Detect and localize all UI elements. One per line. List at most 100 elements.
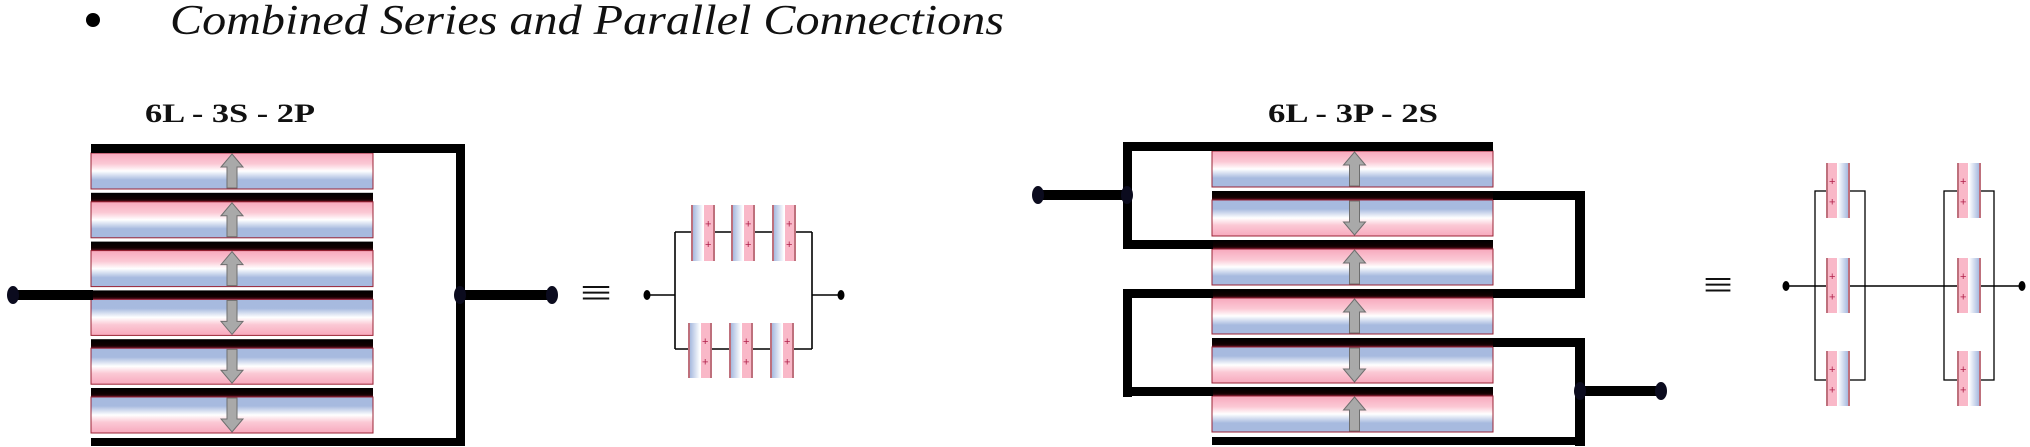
current-collector-strip	[1212, 338, 1493, 347]
capacitor-icon: ++	[1826, 163, 1850, 218]
capacitor-icon: ++	[691, 205, 715, 261]
current-collector-strip	[91, 192, 373, 202]
plus-sign-icon: +	[786, 239, 792, 251]
plus-sign-icon: +	[1829, 197, 1835, 209]
capacitor-plate-positive	[783, 323, 792, 378]
circuit-terminal-dot	[1782, 281, 1790, 291]
section-title: Combined Series and Parallel Connections	[170, 0, 1004, 44]
wire	[91, 438, 465, 446]
arrow-up-icon	[219, 202, 245, 238]
current-collector-strip	[1212, 240, 1493, 249]
capacitor-icon: ++	[1957, 163, 1981, 218]
capacitor-plate-negative	[1838, 163, 1848, 218]
plus-sign-icon: +	[1960, 292, 1966, 304]
plus-sign-icon: +	[743, 336, 749, 348]
arrow-down-icon	[219, 299, 245, 336]
terminal-dot	[1121, 186, 1133, 204]
capacitor-plate-positive	[742, 323, 751, 378]
plus-sign-icon: +	[1829, 292, 1835, 304]
capacitor-plate-positive	[1959, 258, 1968, 313]
wire	[1123, 289, 1213, 298]
bullet-icon	[86, 13, 100, 27]
capacitor-icon: ++	[729, 323, 753, 378]
plus-sign-icon: +	[1829, 385, 1835, 397]
equivalent-symbol-right: ≡	[1703, 262, 1733, 307]
arrow-down-icon	[1342, 200, 1367, 236]
capacitor-icon: ++	[1826, 351, 1850, 406]
current-collector-strip	[91, 241, 373, 251]
wire	[1038, 190, 1126, 200]
arrow-down-icon	[219, 348, 245, 384]
plus-sign-icon: +	[705, 218, 711, 230]
terminal-dot	[1655, 382, 1667, 400]
plus-sign-icon: +	[1960, 364, 1966, 376]
plus-sign-icon: +	[1829, 176, 1835, 188]
terminal-dot	[1032, 186, 1044, 204]
capacitor-icon: ++	[1957, 258, 1981, 313]
current-collector-strip	[91, 388, 373, 397]
capacitor-plate-positive	[1828, 351, 1837, 406]
capacitor-plate-negative	[731, 323, 741, 378]
capacitor-icon: ++	[731, 205, 755, 261]
terminal-dot	[1574, 382, 1586, 400]
arrow-down-icon	[219, 397, 245, 433]
plus-sign-icon: +	[1960, 385, 1966, 397]
capacitor-icon: ++	[688, 323, 712, 378]
terminal-dot	[546, 286, 558, 304]
diagram-label-3s-2p: 6L - 3S - 2P	[145, 99, 315, 128]
plus-sign-icon: +	[705, 239, 711, 251]
capacitor-icon: ++	[1957, 351, 1981, 406]
circuit-terminal-dot	[837, 290, 845, 300]
plus-sign-icon: +	[702, 357, 708, 369]
capacitor-plate-positive	[785, 205, 794, 261]
circuit-terminal-dot	[2018, 281, 2026, 291]
arrow-up-icon	[1342, 151, 1367, 187]
capacitor-plate-positive	[1959, 163, 1968, 218]
current-collector-strip	[91, 290, 373, 300]
wire	[1212, 437, 1585, 445]
arrow-up-icon	[219, 153, 245, 189]
plus-sign-icon: +	[743, 357, 749, 369]
capacitor-plate-positive	[701, 323, 710, 378]
capacitor-icon: ++	[1826, 258, 1850, 313]
terminal-dot	[7, 286, 19, 304]
plus-sign-icon: +	[1829, 364, 1835, 376]
plus-sign-icon: +	[786, 218, 792, 230]
wire	[1493, 289, 1585, 298]
wire	[91, 144, 465, 153]
capacitor-plate-negative	[690, 323, 700, 378]
capacitor-plate-negative	[1969, 163, 1979, 218]
wire	[1493, 191, 1585, 200]
arrow-up-icon	[1342, 298, 1367, 334]
current-collector-strip	[1212, 289, 1493, 298]
capacitor-plate-negative	[772, 323, 782, 378]
plus-sign-icon: +	[702, 336, 708, 348]
diagram-label-3p-2s: 6L - 3P - 2S	[1268, 99, 1438, 128]
current-collector-strip	[1212, 191, 1493, 200]
plus-sign-icon: +	[1960, 176, 1966, 188]
capacitor-plate-negative	[1969, 351, 1979, 406]
wire	[1575, 191, 1585, 298]
plus-sign-icon: +	[745, 218, 751, 230]
capacitor-plate-negative	[774, 205, 784, 261]
capacitor-plate-negative	[1838, 258, 1848, 313]
current-collector-strip	[1212, 387, 1493, 396]
plus-sign-icon: +	[784, 336, 790, 348]
capacitor-plate-positive	[1828, 258, 1837, 313]
wire	[13, 290, 93, 300]
terminal-dot	[454, 286, 466, 304]
capacitor-icon: ++	[772, 205, 796, 261]
capacitor-plate-positive	[704, 205, 713, 261]
capacitor-icon: ++	[770, 323, 794, 378]
wire	[460, 290, 552, 300]
capacitor-plate-positive	[744, 205, 753, 261]
capacitor-plate-negative	[693, 205, 703, 261]
wire	[1123, 142, 1493, 151]
plus-sign-icon: +	[745, 239, 751, 251]
plus-sign-icon: +	[1960, 271, 1966, 283]
circuit-terminal-dot	[643, 290, 651, 300]
arrow-up-icon	[1342, 396, 1367, 432]
wire	[1123, 240, 1213, 249]
wire	[1493, 338, 1585, 347]
